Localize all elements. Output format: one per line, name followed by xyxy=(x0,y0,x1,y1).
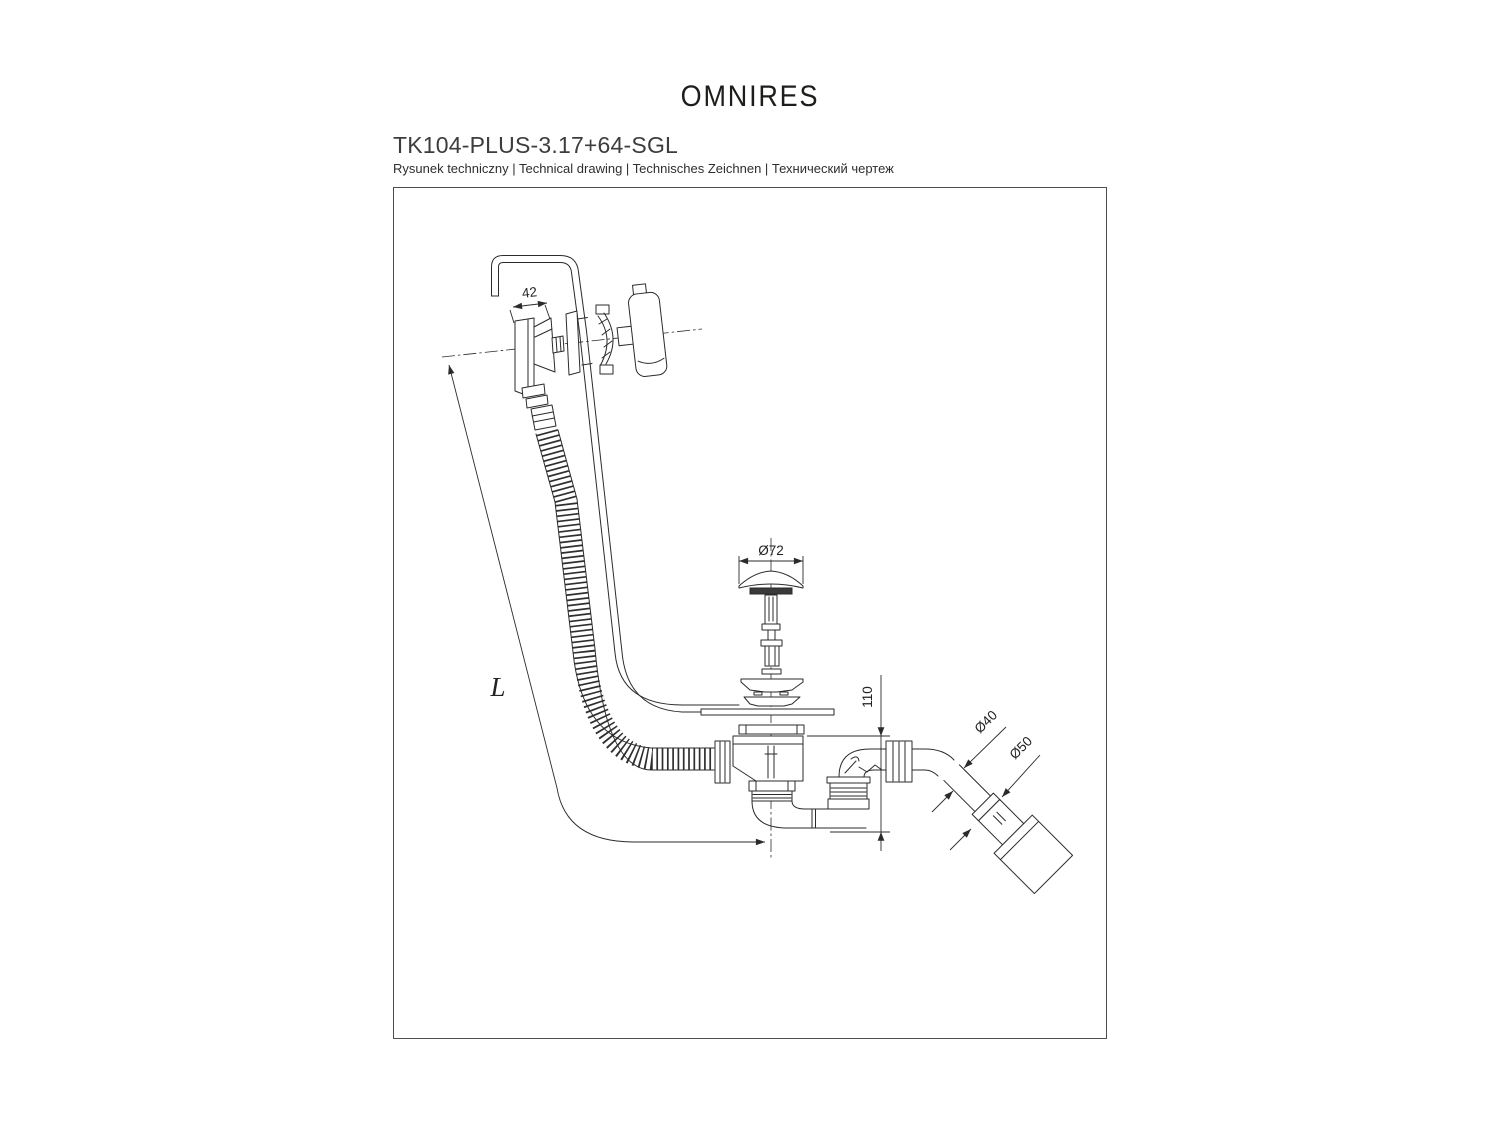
dim-label-72: Ø72 xyxy=(758,543,784,558)
corrugated-hose xyxy=(535,429,715,771)
overflow-rosette-disc xyxy=(565,310,581,376)
plug-insert-cap xyxy=(760,639,783,647)
conduit-joint-tick xyxy=(581,363,593,366)
siphon-trap xyxy=(714,740,1074,895)
brand-logo: OMNIRES xyxy=(680,80,820,113)
plug-insert xyxy=(764,645,780,667)
overflow-stem xyxy=(521,383,557,431)
overflow-assembly xyxy=(514,283,668,431)
outlet-end-sleeve xyxy=(993,814,1074,895)
conduit-joint-tick xyxy=(577,317,588,320)
overflow-body xyxy=(514,317,535,395)
trap-union-nut xyxy=(751,790,793,802)
dim-overflow-42: 42 xyxy=(509,284,551,324)
dim-depth-110: 110 xyxy=(807,675,890,851)
seal-cone xyxy=(743,696,801,707)
strainer-bowl xyxy=(740,678,804,693)
plug-washer xyxy=(761,668,782,675)
overflow-knob xyxy=(628,283,668,377)
outlet-45-assembly xyxy=(943,764,1074,895)
dim-hose-length-L: L xyxy=(448,364,765,846)
technical-drawing-frame: 42 Ø72 110 Ø40 xyxy=(393,187,1107,1039)
product-code: TK104-PLUS-3.17+64-SGL xyxy=(393,132,679,158)
technical-drawing: 42 Ø72 110 Ø40 xyxy=(441,255,1074,895)
dim-label-50: Ø50 xyxy=(1006,733,1035,762)
drawing-subtitle: Rysunek techniczny | Technical drawing |… xyxy=(393,161,894,176)
dim-label-110: 110 xyxy=(860,686,875,708)
drain-cap-rim xyxy=(749,587,793,595)
dim-label-40: Ø40 xyxy=(971,707,1000,736)
overflow-funnel xyxy=(533,317,556,373)
pipe-break-mark xyxy=(844,756,883,774)
drain-flange xyxy=(732,735,804,745)
dim-label-42: 42 xyxy=(521,284,538,301)
drain-plug-assembly xyxy=(700,570,835,745)
drain-cap-stem xyxy=(764,594,778,625)
under-gasket xyxy=(738,724,805,735)
dim-label-L: L xyxy=(489,672,505,702)
riser-union-nut xyxy=(829,782,868,800)
hose-union-nut xyxy=(714,740,731,784)
tub-floor-washer xyxy=(700,708,835,716)
